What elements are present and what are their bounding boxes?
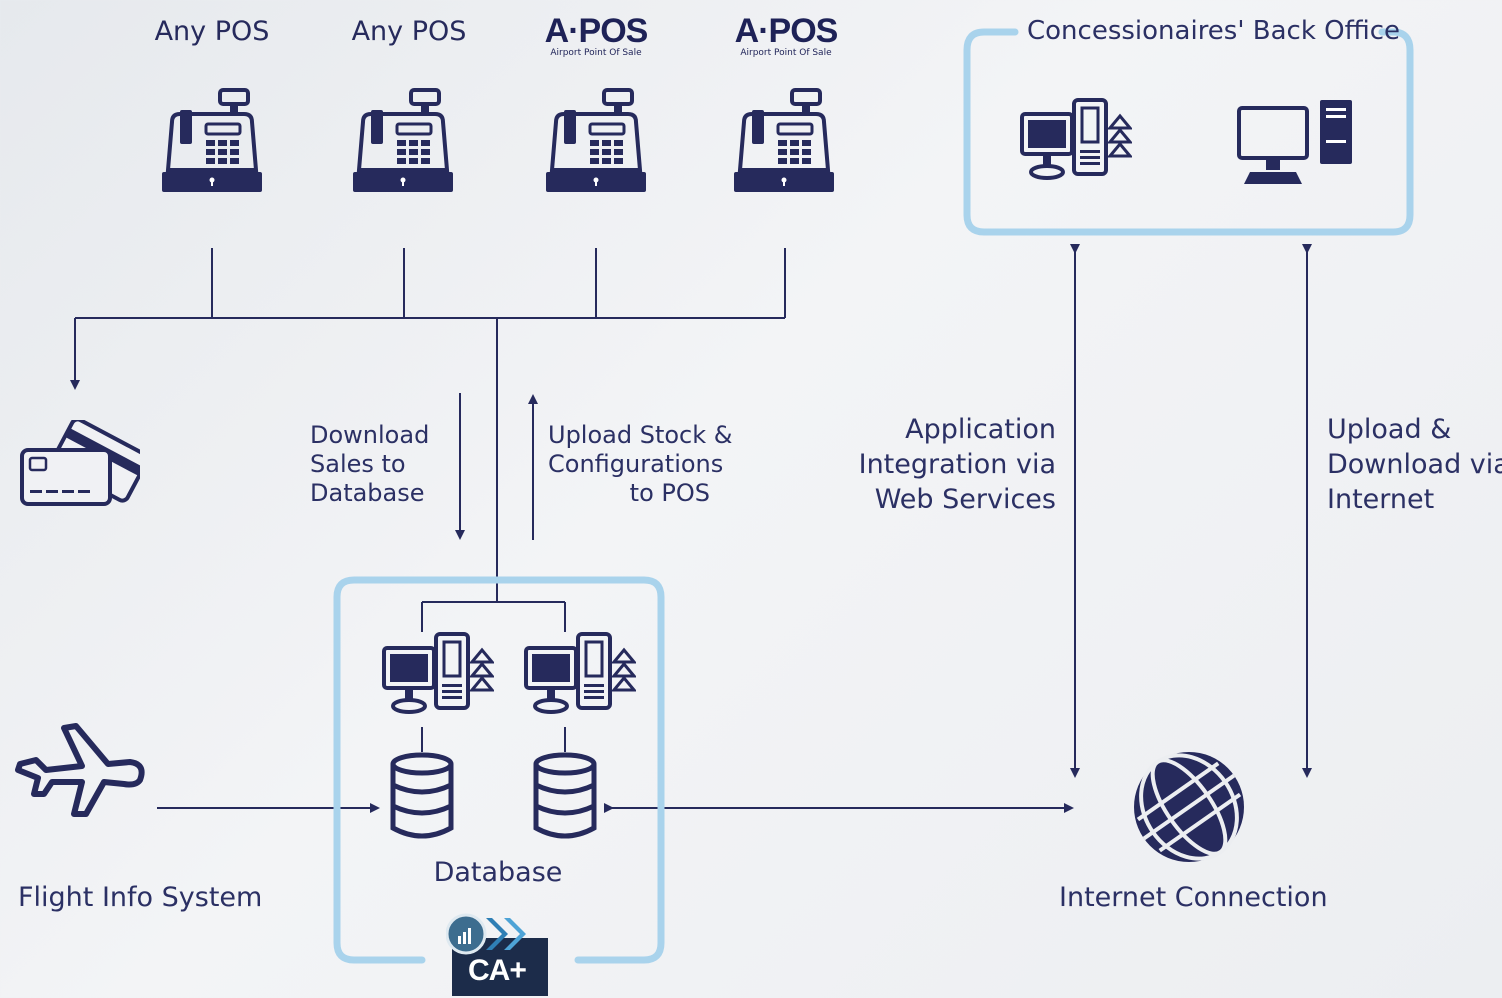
download-sales-label: Download Sales to Database bbox=[310, 421, 429, 508]
apos-logo-text: A·POS bbox=[734, 12, 839, 50]
pos-register-icon bbox=[734, 88, 834, 192]
flow-label-line: to POS bbox=[629, 479, 710, 507]
workstation-tower-icon bbox=[524, 632, 636, 714]
apos-logo-subtitle: Airport Point Of Sale bbox=[740, 48, 832, 58]
pos-label-1: Any POS bbox=[154, 16, 270, 47]
app-integration-label: Application Integration via Web Services bbox=[856, 412, 1056, 517]
apos-logo-1: A·POS Airport Point Of Sale bbox=[521, 14, 671, 59]
database-icon bbox=[390, 752, 454, 839]
flow-label-line: Sales to bbox=[310, 450, 406, 478]
upload-stock-label: Upload Stock & Configurations to POS bbox=[548, 421, 733, 508]
ca-plus-logo-icon bbox=[446, 913, 548, 996]
flow-label-line: Application bbox=[905, 414, 1056, 445]
airplane-icon bbox=[15, 723, 145, 817]
pos-register-icon bbox=[546, 88, 646, 192]
apos-logo-text: A·POS bbox=[544, 12, 649, 50]
flow-label-line: Configurations bbox=[548, 450, 724, 478]
payment-card-icon bbox=[20, 420, 140, 506]
flow-label-line: Web Services bbox=[874, 484, 1056, 515]
pos-label-2: Any POS bbox=[351, 16, 467, 47]
pos-register-icon bbox=[353, 88, 453, 192]
flow-label-line: Download bbox=[310, 421, 430, 449]
flight-info-label: Flight Info System bbox=[18, 882, 263, 913]
workstation-tower-icon bbox=[1020, 98, 1132, 180]
desktop-computer-icon bbox=[1237, 100, 1352, 184]
flow-label-line: Upload & bbox=[1327, 414, 1452, 445]
globe-icon bbox=[1134, 752, 1244, 862]
back-office-title: Concessionaires' Back Office bbox=[1027, 16, 1401, 46]
pos-register-icon bbox=[162, 88, 262, 192]
database-icon bbox=[533, 752, 597, 839]
upload-download-label: Upload & Download via Internet bbox=[1327, 412, 1502, 517]
flow-label-line: Integration via bbox=[858, 449, 1056, 480]
internet-connection-label: Internet Connection bbox=[1059, 882, 1328, 913]
database-label: Database bbox=[433, 857, 563, 888]
ca-plus-badge-text: CA+ bbox=[468, 954, 527, 987]
flow-label-line: Upload Stock & bbox=[548, 421, 733, 449]
flow-label-line: Internet bbox=[1327, 484, 1435, 515]
apos-logo-2: A·POS Airport Point Of Sale bbox=[711, 14, 861, 59]
apos-logo-subtitle: Airport Point Of Sale bbox=[550, 48, 642, 58]
flow-label-line: Download via bbox=[1327, 449, 1502, 480]
flow-label-line: Database bbox=[310, 479, 425, 507]
workstation-tower-icon bbox=[382, 632, 494, 714]
